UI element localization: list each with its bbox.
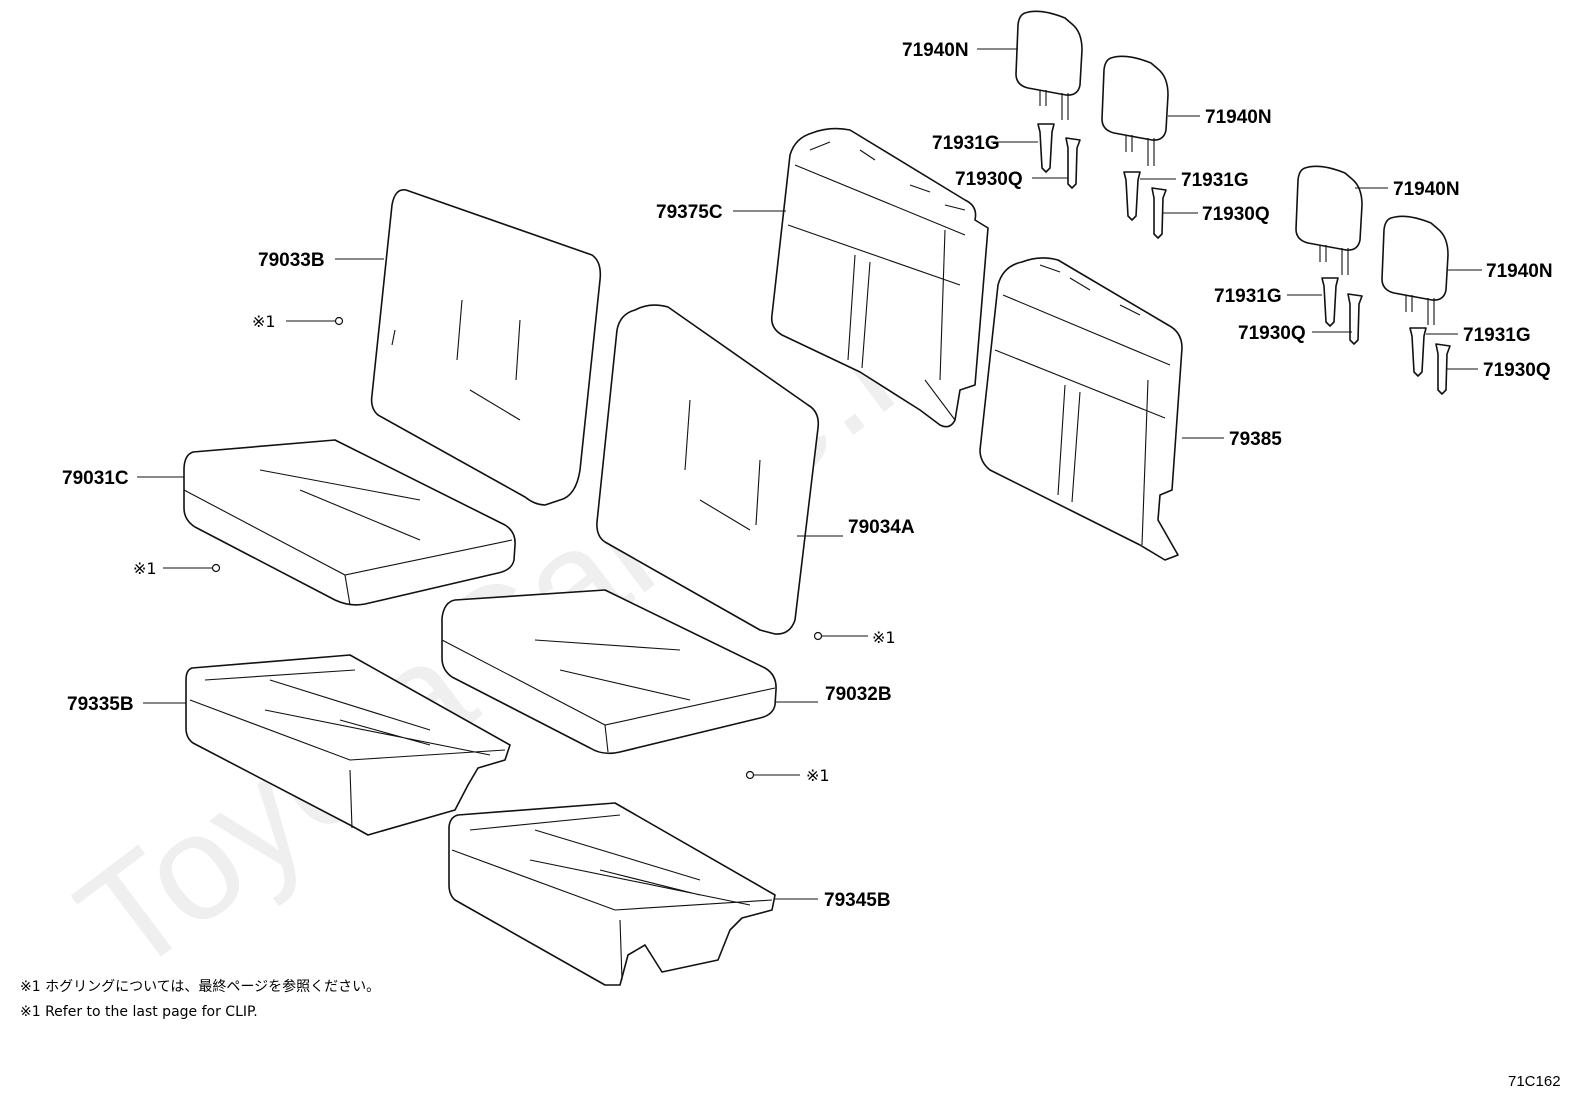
- label-79033b[interactable]: 79033B: [258, 250, 325, 271]
- label-79031c[interactable]: 79031C: [62, 468, 129, 489]
- headrest-3[interactable]: [1295, 165, 1363, 275]
- headrest-4[interactable]: [1381, 215, 1449, 325]
- label-71930q-2[interactable]: 71930Q: [1202, 204, 1270, 225]
- seatback-cushion-79033b[interactable]: [370, 188, 602, 506]
- clip-mark-1: ※1: [252, 312, 276, 331]
- label-79385[interactable]: 79385: [1229, 429, 1282, 450]
- footnote-japanese: ※1 ホグリングについては、最終ページを参照ください。: [20, 978, 380, 995]
- label-71930q-3[interactable]: 71930Q: [1238, 323, 1306, 344]
- label-71931g-1[interactable]: 71931G: [932, 133, 1000, 154]
- headrest-1[interactable]: [1015, 10, 1083, 120]
- headrest-supports[interactable]: [1037, 123, 1451, 395]
- clip-mark-3: ※1: [872, 628, 896, 647]
- seatback-cover-79385[interactable]: [979, 257, 1183, 561]
- label-71930q-1[interactable]: 71930Q: [955, 169, 1023, 190]
- label-71931g-4[interactable]: 71931G: [1463, 325, 1531, 346]
- seatback-cushion-79034a[interactable]: [596, 304, 820, 635]
- seat-cover-79335b[interactable]: [185, 654, 511, 836]
- hog-ring-clips[interactable]: [211, 316, 823, 780]
- seat-cover-79345b[interactable]: [448, 802, 776, 986]
- label-79032b[interactable]: 79032B: [825, 684, 892, 705]
- label-71940n-4[interactable]: 71940N: [1486, 261, 1553, 282]
- clip-mark-2: ※1: [133, 559, 157, 578]
- leader-lines: [137, 48, 1482, 900]
- diagram-code: 71C162: [1508, 1073, 1561, 1090]
- label-71931g-2[interactable]: 71931G: [1181, 170, 1249, 191]
- label-71940n-1[interactable]: 71940N: [902, 40, 969, 61]
- label-79345b[interactable]: 79345B: [824, 890, 891, 911]
- label-79375c[interactable]: 79375C: [656, 202, 723, 223]
- label-79034a[interactable]: 79034A: [848, 517, 915, 538]
- label-71940n-3[interactable]: 71940N: [1393, 179, 1460, 200]
- seat-cushion-79031c[interactable]: [183, 439, 516, 606]
- clip-mark-4: ※1: [806, 766, 830, 785]
- headrest-2[interactable]: [1101, 55, 1169, 166]
- label-71931g-3[interactable]: 71931G: [1214, 286, 1282, 307]
- label-79335b[interactable]: 79335B: [67, 694, 134, 715]
- seat-cushion-79032b[interactable]: [441, 589, 777, 755]
- seatback-cover-79375c[interactable]: [770, 127, 989, 428]
- footnote-english: ※1 Refer to the last page for CLIP.: [20, 1004, 258, 1020]
- label-71930q-4[interactable]: 71930Q: [1483, 360, 1551, 381]
- label-71940n-2[interactable]: 71940N: [1205, 107, 1272, 128]
